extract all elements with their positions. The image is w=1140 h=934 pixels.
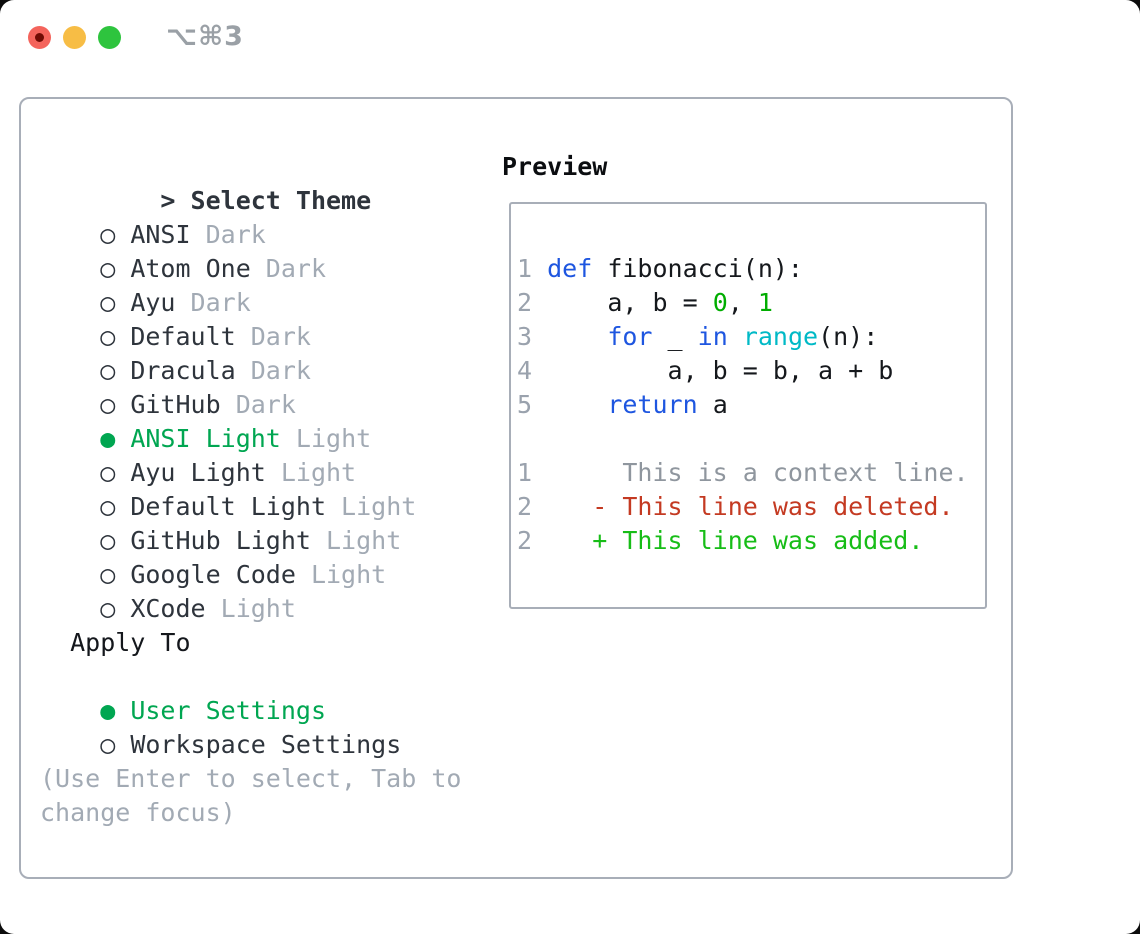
radio-icon: ○ bbox=[100, 458, 116, 487]
select-theme-header: > Select Theme bbox=[40, 150, 480, 215]
line-number: 2 bbox=[517, 288, 548, 317]
code-segment-code: a bbox=[697, 390, 728, 419]
radio-icon: ○ bbox=[100, 390, 116, 419]
theme-option[interactable]: ○ ANSI Dark bbox=[100, 220, 266, 249]
close-button[interactable] bbox=[28, 26, 51, 49]
radio-icon: ○ bbox=[100, 730, 116, 759]
apply-to-list: ● User Settings ○ Workspace Settings bbox=[40, 660, 480, 759]
code-segment-builtin: range bbox=[742, 322, 819, 351]
theme-option[interactable]: ○ Default Light Light bbox=[100, 492, 417, 521]
title-bar: ⌥⌘3 bbox=[0, 0, 1140, 74]
preview-code-line: 2 + This line was added. bbox=[517, 524, 985, 558]
code-segment-added: + This line was added. bbox=[547, 526, 924, 555]
zoom-button[interactable] bbox=[98, 26, 121, 49]
line-number: 4 bbox=[517, 356, 548, 385]
radio-icon: ○ bbox=[100, 254, 116, 283]
line-number: 1 bbox=[517, 458, 548, 487]
theme-option[interactable]: ○ GitHub Dark bbox=[100, 390, 296, 419]
line-number: 1 bbox=[517, 254, 548, 283]
code-segment-keyword: def bbox=[547, 254, 593, 283]
line-number: 2 bbox=[517, 492, 548, 521]
code-segment-keyword: in bbox=[697, 322, 728, 351]
window-title: ⌥⌘3 bbox=[166, 21, 244, 52]
theme-option[interactable]: ○ XCode Light bbox=[100, 594, 296, 623]
preview-code-line: 2 a, b = 0, 1 bbox=[517, 286, 985, 320]
code-segment-deleted: - This line was deleted. bbox=[547, 492, 954, 521]
radio-icon: ○ bbox=[100, 594, 116, 623]
preview-code-line: 2 - This line was deleted. bbox=[517, 490, 985, 524]
line-number: 5 bbox=[517, 390, 548, 419]
code-segment-number: 0 bbox=[712, 288, 728, 317]
close-dot-icon bbox=[35, 33, 44, 42]
preview-code-line: 3 for _ in range(n): bbox=[517, 320, 985, 354]
theme-option[interactable]: ● ANSI Light Light bbox=[100, 424, 372, 453]
radio-icon: ○ bbox=[100, 322, 116, 351]
radio-icon: ○ bbox=[100, 220, 116, 249]
theme-option[interactable]: ○ Ayu Dark bbox=[100, 288, 251, 317]
radio-selected-icon: ● bbox=[100, 424, 116, 453]
code-segment-number: 1 bbox=[757, 288, 773, 317]
theme-list-column: > Select Theme ○ ANSI Dark ○ Atom One Da… bbox=[40, 150, 480, 830]
theme-option[interactable]: ○ GitHub Light Light bbox=[100, 526, 402, 555]
preview-header: Preview bbox=[502, 152, 608, 181]
preview-code-line: 4 a, b = b, a + b bbox=[517, 354, 985, 388]
code-segment-context: This is a context line. bbox=[547, 458, 969, 487]
radio-icon: ○ bbox=[100, 526, 116, 555]
preview-code-line: 1 This is a context line. bbox=[517, 456, 985, 490]
theme-option[interactable]: ○ Google Code Light bbox=[100, 560, 387, 589]
code-segment-code: _ bbox=[652, 322, 698, 351]
preview-code-line: 5 return a bbox=[517, 388, 985, 422]
code-segment-keyword: for bbox=[607, 322, 653, 351]
radio-icon: ○ bbox=[100, 288, 116, 317]
focus-caret-icon: > bbox=[160, 186, 176, 215]
line-number bbox=[517, 424, 532, 453]
preview-code-line bbox=[517, 422, 985, 456]
line-number: 2 bbox=[517, 526, 548, 555]
code-segment-code: (n): bbox=[818, 322, 879, 351]
theme-option[interactable]: ○ Atom One Dark bbox=[100, 254, 327, 283]
code-segment-code bbox=[547, 390, 607, 419]
theme-option[interactable]: ○ Ayu Light Light bbox=[100, 458, 357, 487]
code-segment-code: a, b = bbox=[547, 288, 713, 317]
select-theme-header-label: Select Theme bbox=[175, 186, 372, 215]
code-segment-code: a, b = b, a + b bbox=[547, 356, 894, 385]
preview-code-line: 1 def fibonacci(n): bbox=[517, 252, 985, 286]
preview-code: 1 def fibonacci(n): 2 a, b = 0, 1 3 for … bbox=[511, 204, 985, 558]
radio-icon: ○ bbox=[100, 356, 116, 385]
theme-list: ○ ANSI Dark ○ Atom One Dark ○ Ayu Dark ○… bbox=[40, 184, 480, 623]
line-number: 3 bbox=[517, 322, 548, 351]
theme-option[interactable]: ○ Dracula Dark bbox=[100, 356, 311, 385]
theme-option[interactable]: ○ Default Dark bbox=[100, 322, 311, 351]
code-segment-code bbox=[547, 322, 607, 351]
code-segment-code: , bbox=[727, 288, 758, 317]
code-segment-code: fibonacci(n): bbox=[592, 254, 803, 283]
radio-selected-icon: ● bbox=[100, 696, 116, 725]
preview-box: 1 def fibonacci(n): 2 a, b = 0, 1 3 for … bbox=[509, 202, 987, 609]
radio-icon: ○ bbox=[100, 560, 116, 589]
theme-picker-panel: > Select Theme ○ ANSI Dark ○ Atom One Da… bbox=[19, 97, 1013, 879]
code-segment-code bbox=[728, 322, 743, 351]
minimize-button[interactable] bbox=[63, 26, 86, 49]
apply-to-header: Apply To bbox=[40, 628, 191, 657]
code-segment-keyword: return bbox=[607, 390, 698, 419]
apply-to-option[interactable]: ○ Workspace Settings bbox=[100, 730, 402, 759]
apply-to-option[interactable]: ● User Settings bbox=[100, 696, 326, 725]
keyboard-hint: (Use Enter to select, Tab to change focu… bbox=[40, 764, 462, 827]
radio-icon: ○ bbox=[100, 492, 116, 521]
